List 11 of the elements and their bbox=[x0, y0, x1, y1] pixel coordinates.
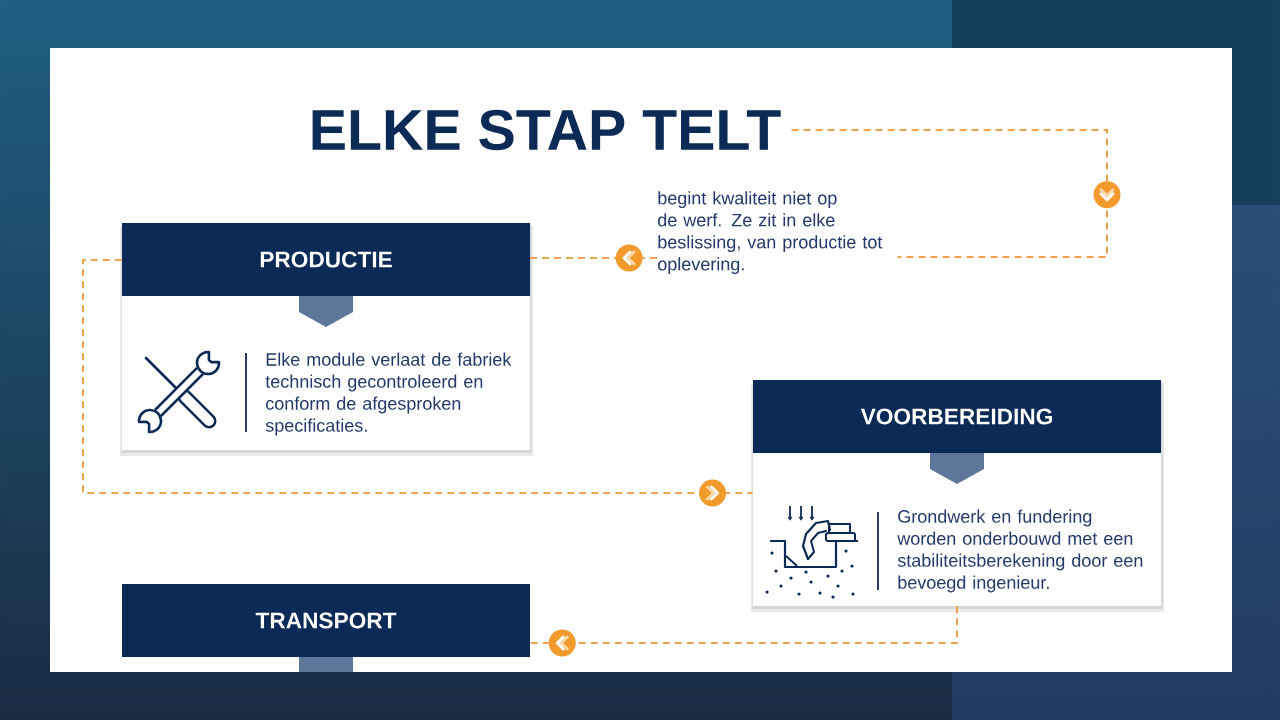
header-bar: TRANSPORT bbox=[122, 584, 530, 657]
header-bar: PRODUCTIE bbox=[122, 223, 530, 296]
intro-text: begint kwaliteit niet op de werf. Ze zit in elke beslissing, van productie tot oplevering. bbox=[658, 191, 883, 275]
card-text: Elke module verlaat de fabriek technisch gecontroleerd en conform de afgesproken specificaties. bbox=[265, 352, 512, 436]
card-text: Grondwerk en fundering worden onderbouwd met een stabiliteitsberekening door een bevoegd ingenieur. bbox=[897, 509, 1143, 593]
dashed-arrow bbox=[529, 605, 958, 657]
header-bar: VOORBEREIDING bbox=[753, 380, 1161, 453]
dashed-arrow bbox=[82, 259, 754, 507]
title: ELKE STAP TELT bbox=[312, 109, 781, 151]
dashed-arrow bbox=[790, 129, 1121, 258]
dashed-arrow bbox=[529, 244, 658, 272]
